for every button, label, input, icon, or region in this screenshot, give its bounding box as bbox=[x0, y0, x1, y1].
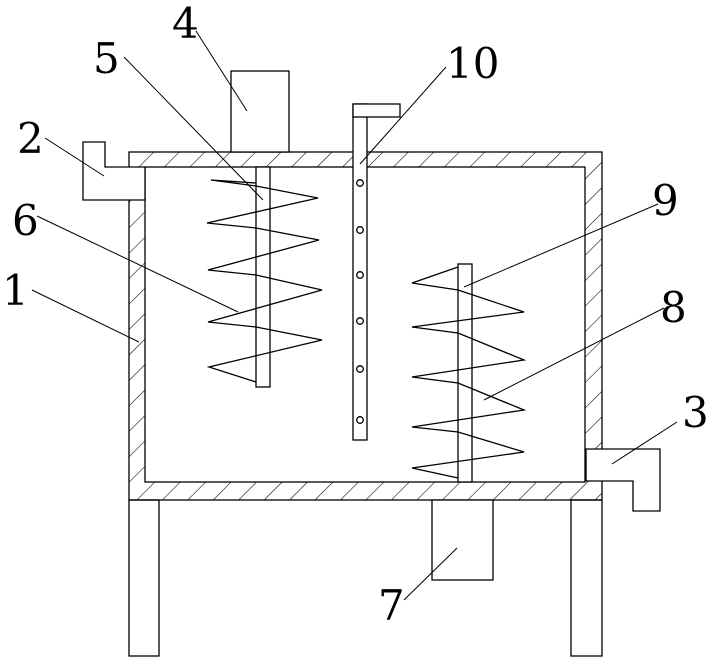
bottom-motor bbox=[431, 499, 494, 581]
label-7: 7 bbox=[378, 581, 405, 630]
right-helical-blade bbox=[411, 266, 527, 479]
outlet-pipe bbox=[585, 448, 661, 512]
right-stirring-shaft bbox=[457, 263, 473, 483]
label-3: 3 bbox=[682, 388, 709, 437]
label-9: 9 bbox=[652, 176, 679, 225]
left-helical-blade bbox=[206, 179, 323, 383]
inlet-pipe bbox=[82, 141, 146, 201]
tank-body bbox=[128, 151, 603, 501]
label-4: 4 bbox=[172, 0, 199, 48]
right-leg bbox=[570, 499, 603, 657]
label-5: 5 bbox=[93, 34, 120, 83]
leader-lines bbox=[31, 30, 678, 601]
label-10: 10 bbox=[446, 39, 499, 88]
left-leg bbox=[128, 499, 160, 657]
label-1: 1 bbox=[2, 266, 29, 315]
label-8: 8 bbox=[660, 283, 687, 332]
spray-nozzles bbox=[356, 179, 364, 424]
spray-pipe-cap bbox=[352, 103, 401, 118]
label-6: 6 bbox=[12, 196, 39, 245]
top-motor bbox=[230, 70, 290, 153]
label-2: 2 bbox=[17, 114, 44, 163]
